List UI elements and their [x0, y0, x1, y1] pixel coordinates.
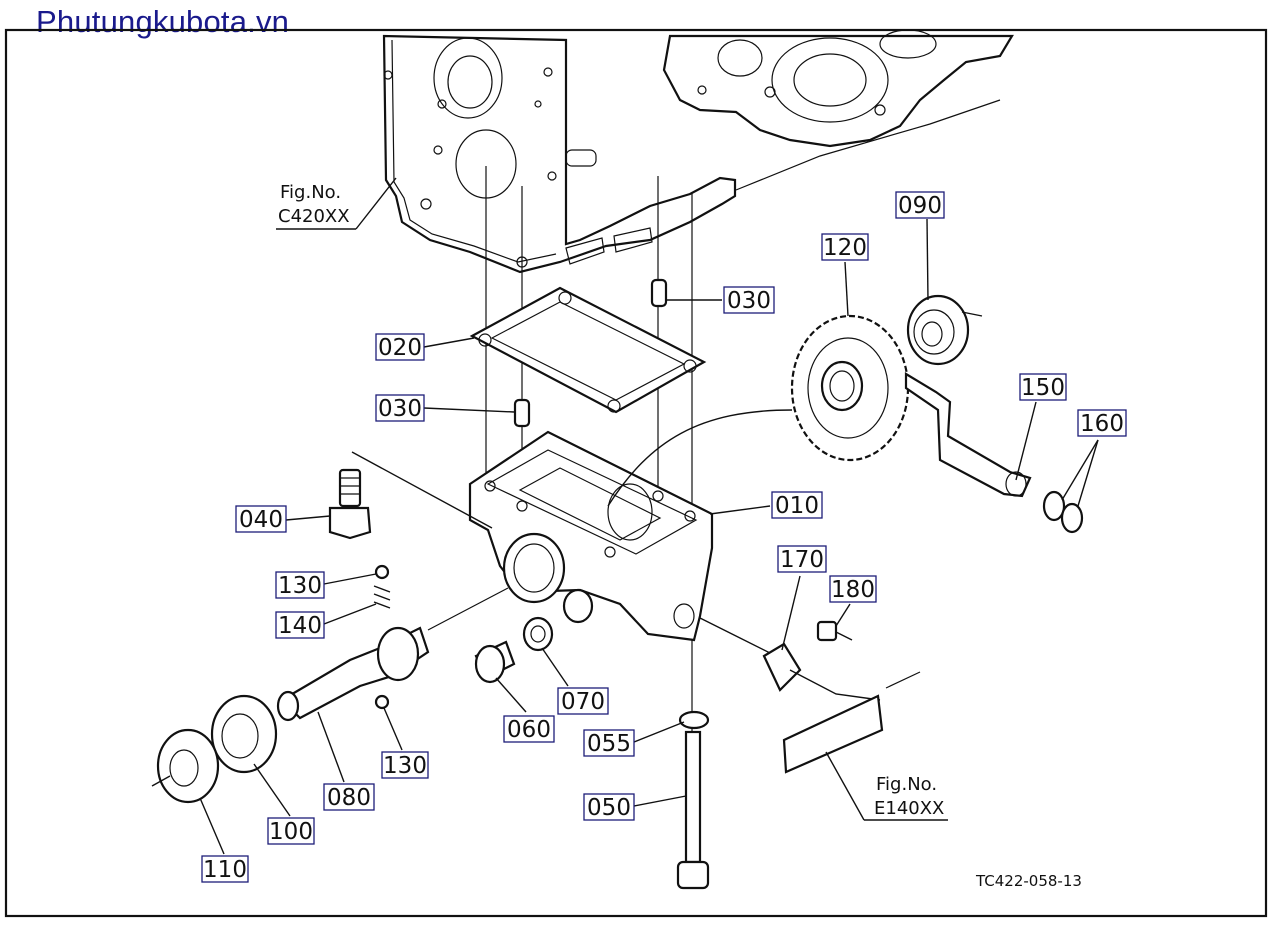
callout-040[interactable]: 040 [235, 505, 287, 533]
callout-label: 055 [587, 731, 631, 757]
callout-120[interactable]: 120 [821, 233, 869, 261]
callout-label: 180 [831, 577, 875, 603]
callout-label: 130 [278, 573, 322, 599]
figure-reference-c420[interactable]: Fig.No. C420XX [278, 182, 350, 227]
callout-150[interactable]: 150 [1019, 373, 1067, 401]
leader-lines [199, 177, 1099, 855]
callout-label: 170 [780, 547, 824, 573]
callout-label: 120 [823, 235, 867, 261]
callout-label: 070 [561, 689, 605, 715]
callout-label: 090 [898, 193, 942, 219]
bolt-040-drawing [328, 468, 372, 540]
engine-block-drawing [662, 29, 1014, 191]
callout-030-lower[interactable]: 030 [375, 394, 425, 422]
callout-label: 060 [507, 717, 551, 743]
callout-070[interactable]: 070 [557, 687, 609, 715]
reference-line1: Fig.No. [280, 182, 341, 203]
callout-label: 160 [1080, 411, 1124, 437]
callout-170[interactable]: 170 [777, 545, 827, 573]
bearing-090-drawing [906, 294, 983, 366]
callout-label: 030 [727, 288, 771, 314]
callout-label: 020 [378, 335, 422, 361]
reference-line2: C420XX [278, 206, 350, 227]
callout-060[interactable]: 060 [503, 715, 555, 743]
bearing-100-110-drawing [151, 694, 278, 804]
link-and-rod-drawing [699, 617, 921, 774]
governor-housing-drawing [468, 409, 793, 642]
dowel-pin-drawing [513, 278, 668, 428]
callout-100[interactable]: 100 [267, 817, 315, 845]
callout-080[interactable]: 080 [323, 783, 375, 811]
reference-line1: Fig.No. [876, 774, 937, 795]
diagram-frame [4, 28, 1268, 918]
callout-055[interactable]: 055 [583, 729, 635, 757]
callout-020[interactable]: 020 [375, 333, 425, 361]
callout-180[interactable]: 180 [829, 575, 877, 603]
callout-090[interactable]: 090 [895, 191, 945, 219]
callout-130-lower[interactable]: 130 [381, 751, 429, 779]
callout-130-upper[interactable]: 130 [275, 571, 325, 599]
callout-140[interactable]: 140 [275, 611, 325, 639]
gear-case-plate-drawing [382, 34, 737, 274]
callout-label: 030 [378, 396, 422, 422]
callout-label: 100 [269, 819, 313, 845]
callout-110[interactable]: 110 [201, 855, 249, 883]
plug-and-washer-drawing [474, 616, 554, 684]
site-watermark: Phutungkubota.vn [36, 4, 290, 39]
callout-label: 130 [383, 753, 427, 779]
callout-010[interactable]: 010 [771, 491, 823, 519]
gear-drawing [790, 314, 910, 462]
callout-label: 080 [327, 785, 371, 811]
reference-line2: E140XX [874, 798, 944, 819]
callout-label: 010 [775, 493, 819, 519]
callout-label: 140 [278, 613, 322, 639]
lever-shaft-drawing [904, 372, 1084, 534]
callout-label: 110 [203, 857, 247, 883]
figure-code: TC422-058-13 [975, 872, 1082, 890]
callout-label: 040 [239, 507, 283, 533]
figure-reference-e140[interactable]: Fig.No. E140XX [874, 774, 944, 819]
governor-shaft-drawing [276, 564, 509, 722]
callout-label: 050 [587, 795, 631, 821]
gasket-drawing [469, 286, 707, 414]
callout-160[interactable]: 160 [1077, 409, 1127, 437]
callout-050[interactable]: 050 [583, 793, 635, 821]
bolt-050-drawing [676, 710, 710, 890]
callout-label: 150 [1021, 375, 1065, 401]
callout-030-upper[interactable]: 030 [723, 286, 775, 314]
